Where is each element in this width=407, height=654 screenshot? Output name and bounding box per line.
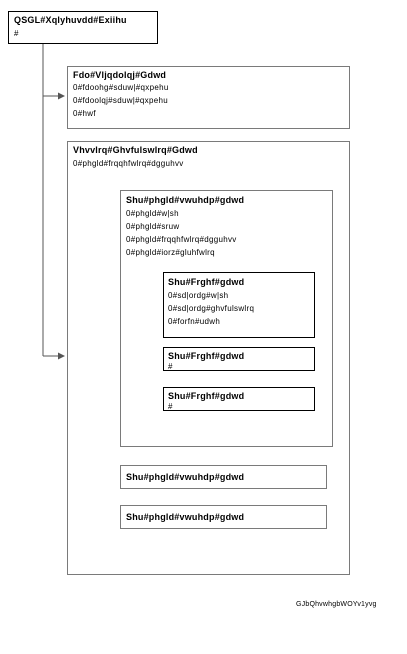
media-stream-title: Shu#phgld#vwuhdp#gdwd <box>126 195 245 205</box>
call-signaling-line: 0#fdoohg#sduw|#qxpehu <box>73 83 169 92</box>
codec-box: Shu#Frghf#gdwd # <box>163 347 315 371</box>
codec-title: Shu#Frghf#gdwd <box>168 277 245 287</box>
codec-box: Shu#Frghf#gdwd # <box>163 387 315 411</box>
codec-line: 0#sd|ordg#ghvfulswlrq <box>168 304 255 313</box>
figure-caption: GJbQhvwhgbWOYv1yvg <box>296 601 377 608</box>
media-stream-line: 0#phgld#frqqhfwlrq#dgguhvv <box>126 235 237 244</box>
media-stream-title: Shu#phgld#vwuhdp#gdwd <box>126 472 245 482</box>
root-box: QSGL#Xqlyhuvdd#Exiihu # <box>8 11 158 44</box>
codec-line: 0#forfn#udwh <box>168 317 221 326</box>
codec-title: Shu#Frghf#gdwd <box>168 351 245 361</box>
codec-line: # <box>168 362 173 371</box>
codec-line: # <box>168 402 173 411</box>
session-line: 0#phgld#frqqhfwlrq#dgguhvv <box>73 159 184 168</box>
media-stream-box: Shu#phgld#vwuhdp#gdwd <box>120 465 327 489</box>
session-title: Vhvvlrq#Ghvfulswlrq#Gdwd <box>73 145 198 155</box>
media-stream-title: Shu#phgld#vwuhdp#gdwd <box>126 512 245 522</box>
root-title: QSGL#Xqlyhuvdd#Exiihu <box>14 15 127 25</box>
codec-title: Shu#Frghf#gdwd <box>168 391 245 401</box>
media-stream-box: Shu#phgld#vwuhdp#gdwd <box>120 505 327 529</box>
media-stream-line: 0#phgld#w|sh <box>126 209 179 218</box>
codec-line: 0#sd|ordg#w|sh <box>168 291 229 300</box>
call-signaling-title: Fdo#Vljqdolqj#Gdwd <box>73 70 167 80</box>
media-stream-line: 0#phgld#sruw <box>126 222 180 231</box>
codec-box: Shu#Frghf#gdwd 0#sd|ordg#w|sh 0#sd|ordg#… <box>163 272 315 338</box>
media-stream-line: 0#phgld#iorz#gluhfwlrq <box>126 248 215 257</box>
root-line: # <box>14 29 19 38</box>
call-signaling-line: 0#fdoolqj#sduw|#qxpehu <box>73 96 168 105</box>
call-signaling-line: 0#hwf <box>73 109 96 118</box>
call-signaling-box: Fdo#Vljqdolqj#Gdwd 0#fdoohg#sduw|#qxpehu… <box>67 66 350 129</box>
